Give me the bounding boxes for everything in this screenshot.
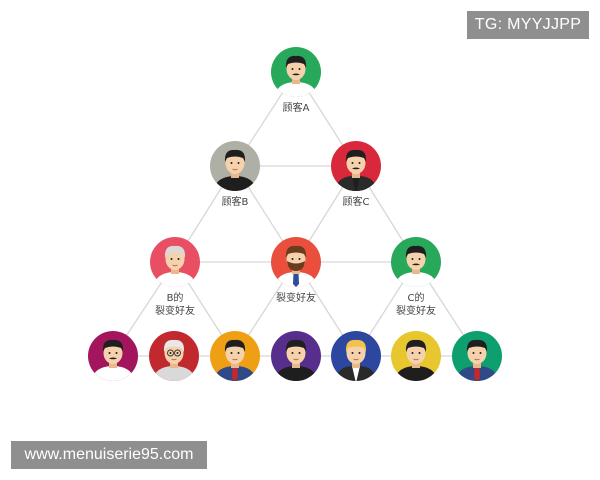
node-label: 裂变好友 — [396, 304, 436, 317]
node-bottom-3 — [210, 331, 260, 381]
telegram-badge: TG: MYYJJPP — [467, 11, 589, 39]
node-bottom-5 — [331, 331, 381, 381]
node-label: 顾客A — [283, 101, 310, 114]
node-bottom-4 — [271, 331, 321, 381]
node-label: B的 — [167, 291, 184, 304]
node-label: 顾客B — [222, 195, 249, 208]
node-shared-referral: 裂变好友 — [271, 237, 321, 304]
node-customer-a: 顾客A — [271, 47, 321, 114]
website-watermark: www.menuiserie95.com — [11, 441, 207, 469]
node-label: 裂变好友 — [276, 291, 316, 304]
node-customer-b: 顾客B — [210, 141, 260, 208]
node-bottom-1 — [88, 331, 138, 381]
node-customer-c: 顾客C — [331, 141, 381, 208]
node-label: 顾客C — [343, 195, 370, 208]
node-label: 裂变好友 — [155, 304, 195, 317]
node-bottom-2 — [149, 331, 199, 381]
node-bottom-6 — [391, 331, 441, 381]
node-label: C的 — [408, 291, 425, 304]
node-bottom-7 — [452, 331, 502, 381]
